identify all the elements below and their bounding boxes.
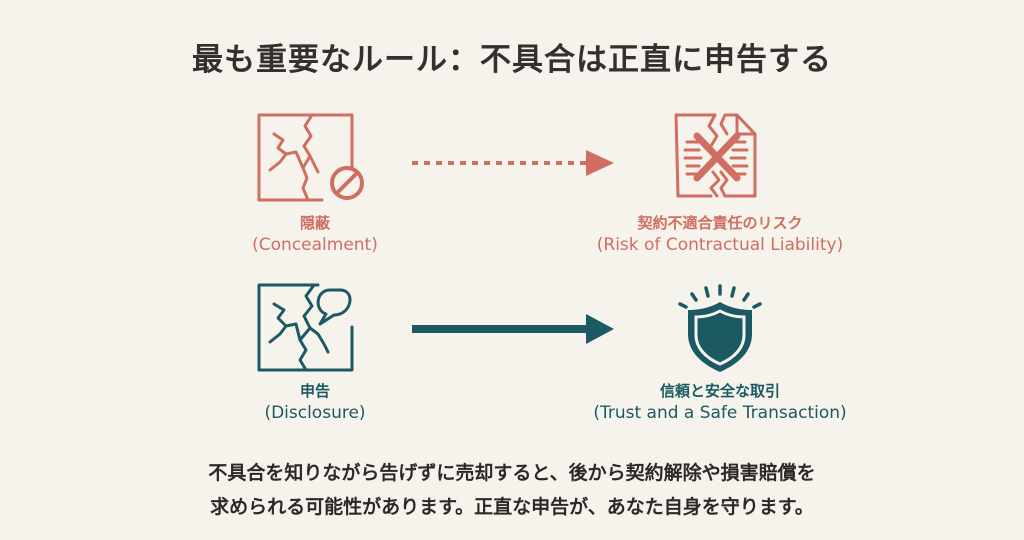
concealment-label: 隠蔽 (Concealment) [252, 214, 378, 255]
solid-arrow-right-icon [410, 313, 616, 345]
cracked-box-speech-bubble-icon [256, 282, 371, 372]
disclosure-label: 申告 (Disclosure) [264, 382, 366, 423]
cracked-box-prohibited-icon [256, 112, 371, 202]
trust-safe-transaction-label: 信頼と安全な取引 (Trust and a Safe Transaction) [593, 382, 847, 423]
shining-shield-icon [670, 282, 770, 374]
footer-line-1: 不具合を知りながら告げずに売却すると、後から契約解除や損害賠償を [208, 462, 816, 484]
page-title: 最も重要なルール：不具合は正直に申告する [192, 42, 832, 78]
footer-note: 不具合を知りながら告げずに売却すると、後から契約解除や損害賠償を 求められる可能… [0, 456, 1024, 524]
contractual-liability-risk-label: 契約不適合責任のリスク (Risk of Contractual Liabili… [596, 214, 844, 255]
dotted-arrow-right-icon [410, 148, 616, 178]
torn-document-x-icon [673, 112, 763, 200]
footer-line-2: 求められる可能性があります。正直な申告が、あなた自身を守ります。 [210, 496, 814, 518]
